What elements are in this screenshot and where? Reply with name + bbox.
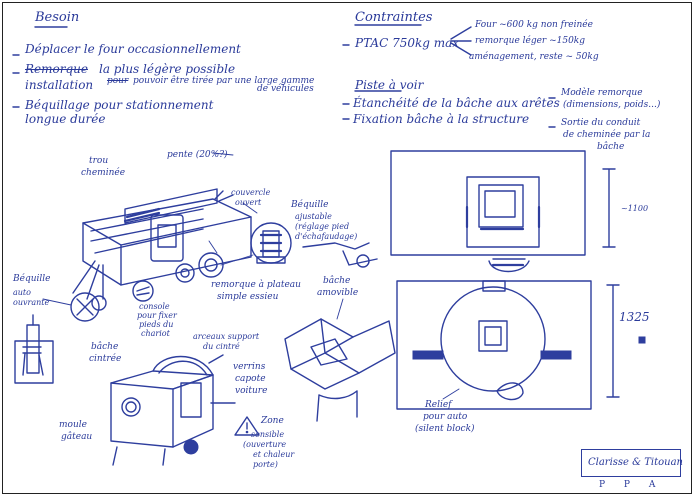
jack-detail (220, 222, 292, 266)
label-lid: couvercle (231, 188, 271, 197)
drawing-sheet: Besoin Déplacer le four occasionnellemen… (2, 2, 692, 494)
pistes-item-2: Fixation bâche à la structure (353, 112, 530, 126)
label-chimney: cheminée (81, 168, 126, 178)
besoin-item-3b: de véhicules (257, 84, 314, 94)
label-silentblock: Relief (425, 400, 452, 410)
label-slope: pente (20%?) (167, 150, 228, 160)
label-cover-2: cintrée (89, 354, 122, 364)
label-jack-sub: ajustable (295, 212, 332, 221)
label-danger-2: sensible (251, 430, 285, 439)
label-unfolded-cover-2: amovible (317, 288, 359, 298)
label-danger-4: et chaleur (253, 450, 295, 459)
contraintes-item-3: aménagement, reste ~ 50kg (469, 52, 599, 62)
trailer-sketch (72, 152, 258, 311)
label-jack-title: Béquille (291, 200, 329, 210)
besoin-item-3-rest: pouvoir être tirée par une large gamme (133, 76, 315, 86)
label-lid-2: ouvert (235, 198, 262, 207)
label-autojack-3: ouvrante (13, 298, 50, 307)
besoin-item-2: la plus légère possible (99, 62, 236, 76)
pistes-title: Piste à voir (355, 78, 424, 92)
besoin-item-4b: longue durée (25, 112, 106, 126)
contraintes-item-2: remorque léger ~150kg (475, 36, 586, 46)
label-silentblock-2: pour auto (423, 412, 468, 422)
contraintes-item-1: Four ~600 kg non freinée (475, 20, 593, 30)
autojack-detail (42, 292, 100, 322)
standalone-jack (14, 314, 54, 384)
label-platform: remorque à plateau (211, 280, 301, 290)
plan-view-bottom (396, 280, 592, 410)
warning-triangle-icon (234, 416, 260, 436)
label-autojack-2: auto (13, 288, 31, 297)
pistes-item-3b: (dimensions, poids...) (563, 100, 661, 110)
label-jack-sub-2: (réglage pied (295, 222, 350, 231)
pistes-item-4a: Sortie du conduit (561, 118, 641, 128)
contraintes-title: Contraintes (355, 10, 433, 25)
sketch-canvas (12, 24, 646, 466)
brace-arrows (450, 26, 472, 56)
label-jacks: verrins (233, 362, 266, 372)
dimension-bottom: 1325 (619, 310, 650, 324)
pistes-item-4c: bâche (597, 142, 625, 152)
plan-view-top (390, 150, 586, 273)
label-danger-5: porte) (253, 460, 278, 469)
label-bracket-2: pour fixer (137, 311, 177, 320)
contraintes-ptac: PTAC 750kg max (355, 36, 460, 50)
dimension-top: ~1100 (621, 204, 649, 213)
besoin-item-3: installation (25, 78, 94, 92)
label-jack-sub-3: d'échafaudage) (295, 232, 358, 241)
bracket-detail (132, 280, 154, 302)
label-cake-mold: moule (59, 420, 87, 430)
label-danger: Zone (261, 416, 284, 426)
label-cover: bâche (91, 342, 119, 352)
label-bracket: console (139, 302, 170, 311)
pistes-item-1: Étanchéité de la bâche aux arêtes (353, 96, 560, 110)
label-bracket-4: chariot (141, 329, 170, 338)
label-hole: trou (89, 156, 109, 166)
pistes-item-4b: de cheminée par la (563, 130, 651, 140)
besoin-item-4: Béquillage pour stationnement (25, 98, 214, 112)
besoin-item-1: Déplacer le four occasionnellement (25, 42, 241, 56)
label-silentblock-3: (silent block) (415, 424, 475, 434)
besoin-item-2-struck: Remorque (25, 62, 88, 76)
dimension-lines (602, 168, 646, 398)
label-jacks-3: voiture (235, 386, 268, 396)
pistes-item-3a: Modèle remorque (561, 88, 643, 98)
unfolded-cover-sketch (284, 298, 396, 422)
wheel-detail (198, 240, 224, 278)
footer-initials: P P A (599, 480, 664, 490)
besoin-item-3-struck: pour (107, 76, 129, 86)
label-platform-2: simple essieu (217, 292, 279, 302)
signature-names: Clarisse & Titouan (588, 457, 683, 468)
label-unfolded-cover: bâche (323, 276, 351, 286)
label-hoop: arceaux support (193, 332, 260, 341)
label-danger-3: (ouverture (243, 440, 287, 449)
label-cake-mold-2: gâteau (61, 432, 93, 442)
label-hoop-2: du cintré (203, 342, 240, 351)
tow-hitch (302, 242, 378, 268)
label-jacks-2: capote (235, 374, 266, 384)
label-bracket-3: pieds du (139, 320, 174, 329)
label-autojack: Béquille (13, 274, 51, 284)
signature-box: Clarisse & Titouan (581, 449, 683, 477)
covered-trailer-sketch (110, 354, 236, 466)
besoin-title: Besoin (35, 10, 80, 25)
